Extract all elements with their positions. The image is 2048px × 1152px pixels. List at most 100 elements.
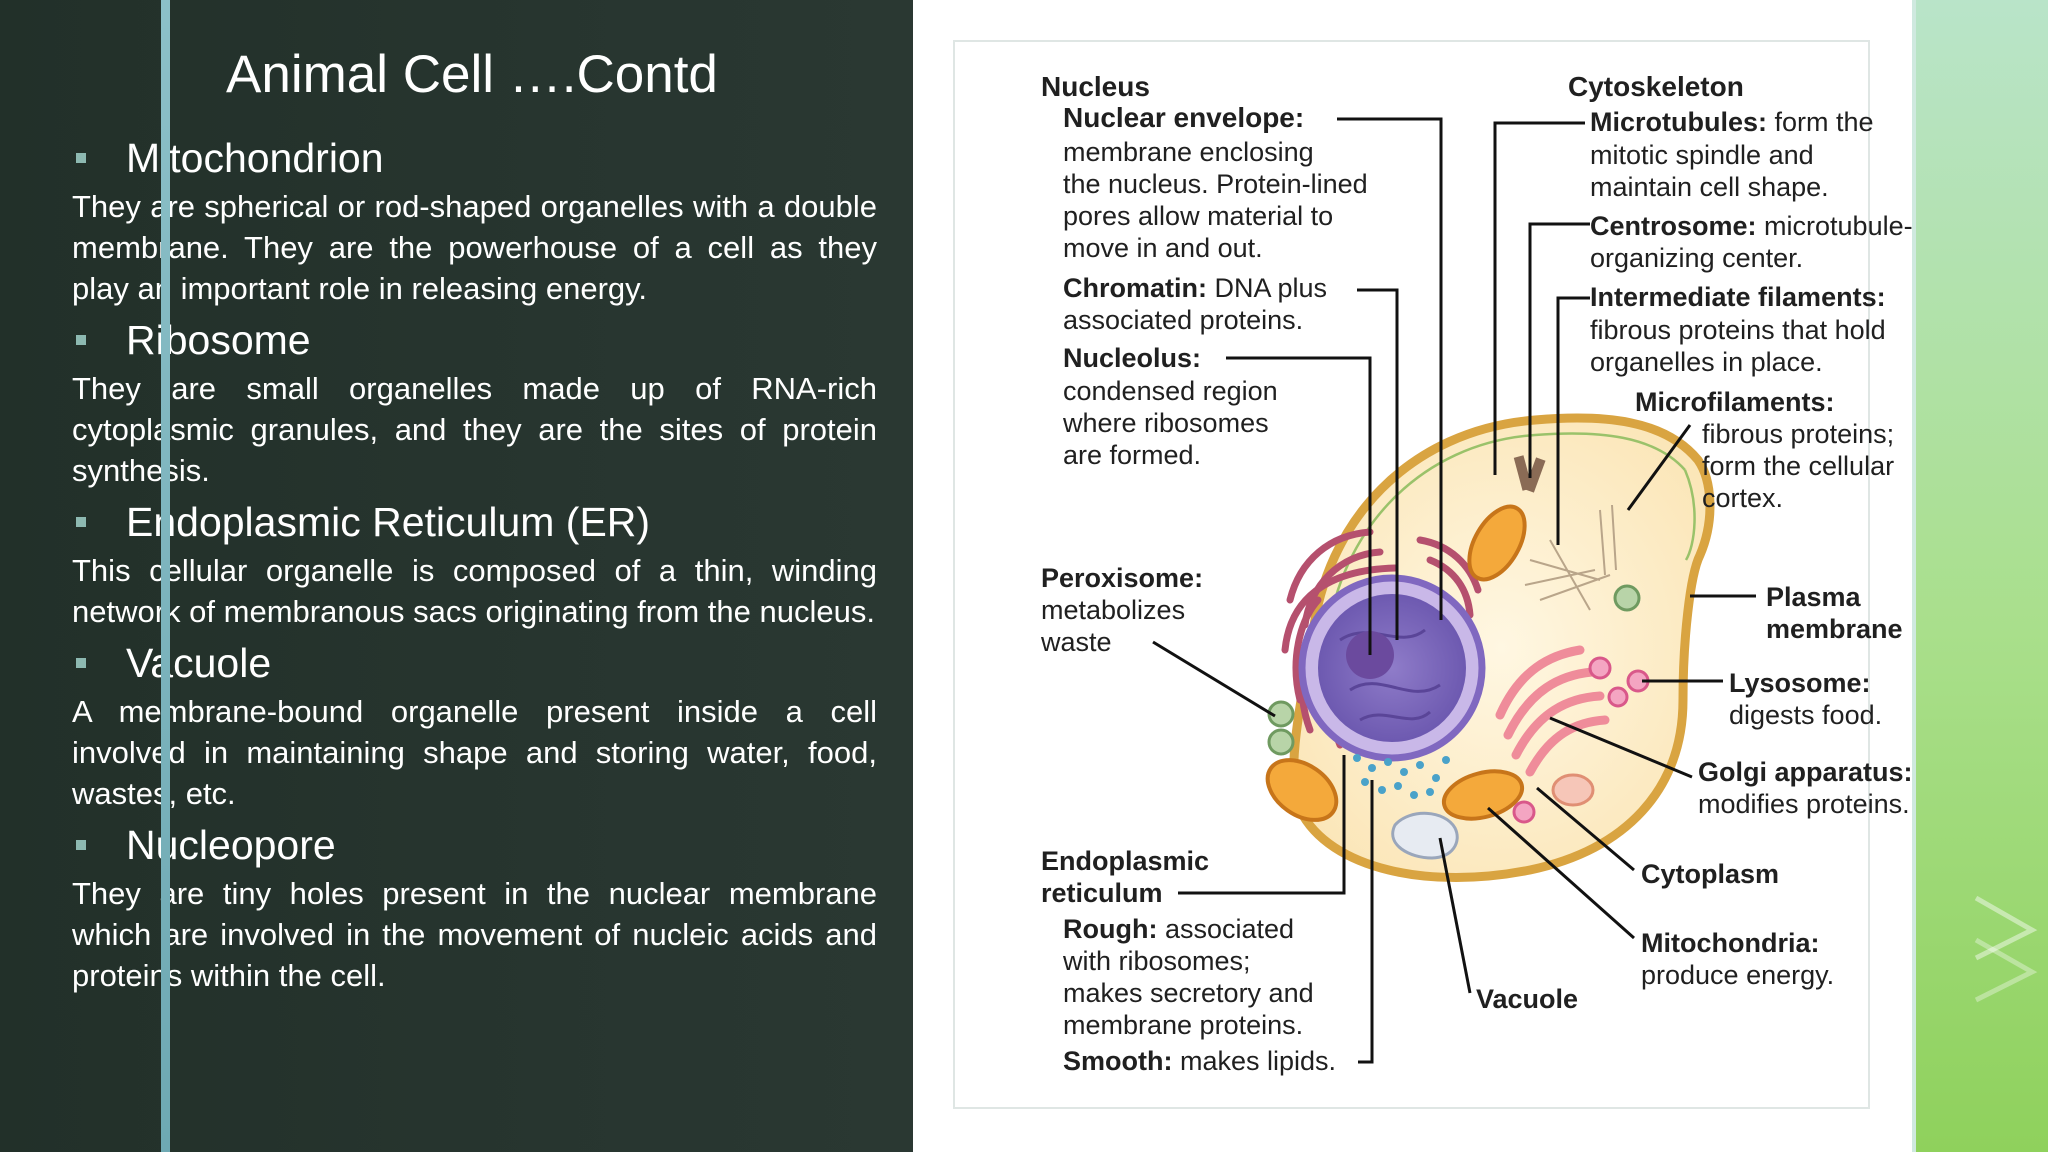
label-peroxisome: Peroxisome: bbox=[1041, 563, 1204, 593]
label-nucleolus: Nucleolus: bbox=[1063, 343, 1202, 373]
item-description: A membrane-bound organelle present insid… bbox=[72, 694, 877, 811]
item-head: Vacuole bbox=[72, 635, 877, 691]
vacuole bbox=[1391, 811, 1459, 860]
item-heading: Ribosome bbox=[126, 316, 311, 363]
item-head: Mitochondrion bbox=[72, 130, 877, 186]
text-microtubules-line: mitotic spindle and bbox=[1590, 140, 1814, 170]
lysosomes bbox=[1512, 656, 1650, 824]
label-plasma-membrane: Plasma bbox=[1766, 582, 1861, 612]
item-description: They are small organelles made up of RNA… bbox=[72, 371, 877, 488]
text-nuclear-envelope-line: pores allow material to bbox=[1063, 201, 1334, 231]
rough-term: Rough: bbox=[1063, 914, 1158, 944]
text-intermediate-line: organelles in place. bbox=[1590, 347, 1823, 377]
label-nucleus: Nucleus bbox=[1041, 71, 1150, 102]
text-rough-line: makes secretory and bbox=[1063, 978, 1314, 1008]
text-microfilaments-line: fibrous proteins; bbox=[1702, 419, 1895, 449]
nucleoplasm bbox=[1318, 594, 1466, 742]
text-microfilaments-line: form the cellular bbox=[1702, 451, 1895, 481]
content-list: Mitochondrion They are spherical or rod-… bbox=[72, 130, 877, 999]
label-microfilaments: Microfilaments: bbox=[1635, 387, 1835, 417]
cytoskeleton bbox=[1524, 504, 1617, 611]
item-description: They are tiny holes present in the nucle… bbox=[72, 876, 877, 993]
text-nuclear-envelope-line: membrane enclosing bbox=[1063, 137, 1314, 167]
label-endoplasmic-reticulum: Endoplasmic bbox=[1041, 846, 1210, 876]
item-head: Endoplasmic Reticulum (ER) bbox=[72, 494, 877, 550]
text-microfilaments-line: cortex. bbox=[1702, 483, 1784, 513]
bullet-square-icon bbox=[76, 658, 86, 668]
bullet-square-icon bbox=[76, 840, 86, 850]
label-microtubules: Microtubules: form the bbox=[1590, 106, 1874, 138]
label-lysosome: Lysosome: bbox=[1729, 668, 1871, 698]
text-peroxisome-line: metabolizes bbox=[1041, 595, 1186, 625]
label-cytoskeleton: Cytoskeleton bbox=[1568, 71, 1744, 102]
cell-cortex-line bbox=[1683, 469, 1696, 561]
secretory-vesicle bbox=[1551, 773, 1595, 807]
chromatin-term: Chromatin: bbox=[1063, 273, 1207, 303]
list-item: Endoplasmic Reticulum (ER) This cellular… bbox=[72, 494, 877, 632]
list-item: Mitochondrion They are spherical or rod-… bbox=[72, 130, 877, 309]
slide-title: Animal Cell ….Contd bbox=[226, 45, 718, 104]
label-nuclear-envelope: Nuclear envelope: bbox=[1063, 102, 1305, 133]
item-heading: Endoplasmic Reticulum (ER) bbox=[126, 498, 651, 545]
list-item: Nucleopore They are tiny holes present i… bbox=[72, 817, 877, 996]
label-intermediate-filaments: Intermediate filaments: bbox=[1590, 282, 1886, 312]
list-item: Ribosome They are small organelles made … bbox=[72, 312, 877, 491]
smooth-text: makes lipids. bbox=[1172, 1046, 1337, 1076]
text-nucleolus-line: are formed. bbox=[1063, 440, 1202, 470]
item-description: They are spherical or rod-shaped organel… bbox=[72, 189, 877, 306]
text-nuclear-envelope-line: the nucleus. Protein-lined bbox=[1063, 169, 1368, 199]
text-nucleolus-line: where ribosomes bbox=[1063, 408, 1269, 438]
item-head: Nucleopore bbox=[72, 817, 877, 873]
text-peroxisome-line: waste bbox=[1041, 627, 1112, 657]
peroxisomes bbox=[1267, 584, 1641, 756]
chromatin-text: DNA plus bbox=[1207, 273, 1328, 303]
item-description: This cellular organelle is composed of a… bbox=[72, 553, 877, 629]
bullet-square-icon bbox=[76, 335, 86, 345]
label-golgi: Golgi apparatus: bbox=[1698, 757, 1913, 787]
ribosomes bbox=[1353, 754, 1450, 799]
text-rough-line: with ribosomes; bbox=[1063, 946, 1251, 976]
z-logo-icon bbox=[1974, 895, 2038, 1003]
smooth-term: Smooth: bbox=[1063, 1046, 1173, 1076]
chromatin bbox=[1339, 628, 1441, 722]
mitochondria bbox=[1265, 504, 1527, 822]
item-heading: Nucleopore bbox=[126, 821, 336, 868]
label-rough-er: Rough: associated bbox=[1063, 913, 1294, 945]
label-vacuole: Vacuole bbox=[1476, 984, 1579, 1014]
label-smooth-er: Smooth: makes lipids. bbox=[1063, 1045, 1336, 1077]
text-golgi: modifies proteins. bbox=[1698, 789, 1910, 819]
list-item: Vacuole A membrane-bound organelle prese… bbox=[72, 635, 877, 814]
label-endoplasmic-reticulum: reticulum bbox=[1041, 878, 1163, 908]
text-nuclear-envelope-line: move in and out. bbox=[1063, 233, 1263, 263]
bullet-square-icon bbox=[76, 153, 86, 163]
item-head: Ribosome bbox=[72, 312, 877, 368]
microtubules-term: Microtubules: bbox=[1590, 107, 1768, 137]
centrosome-text: microtubule- bbox=[1756, 211, 1913, 241]
label-cytoplasm: Cytoplasm bbox=[1641, 859, 1780, 889]
text-centrosome-line: organizing center. bbox=[1590, 243, 1804, 273]
text-nucleolus-line: condensed region bbox=[1063, 376, 1278, 406]
bullet-square-icon bbox=[76, 517, 86, 527]
label-centrosome: Centrosome: microtubule- bbox=[1590, 210, 1913, 242]
leader-lines bbox=[1152, 117, 1756, 1064]
text-mitochondria: produce energy. bbox=[1641, 960, 1835, 990]
label-plasma-membrane: membrane bbox=[1766, 614, 1903, 644]
text-rough-line: membrane proteins. bbox=[1063, 1010, 1304, 1040]
microtubules-text: form the bbox=[1767, 107, 1874, 137]
text-lysosome: digests food. bbox=[1729, 700, 1883, 730]
right-strip-edge bbox=[1912, 0, 1916, 1152]
label-chromatin: Chromatin: DNA plus bbox=[1063, 272, 1327, 304]
text-chromatin-line: associated proteins. bbox=[1063, 305, 1304, 335]
accent-line bbox=[161, 0, 170, 1152]
left-panel bbox=[0, 0, 913, 1152]
centrosome bbox=[1513, 455, 1546, 493]
text-intermediate-line: fibrous proteins that hold bbox=[1590, 315, 1886, 345]
rough-text: associated bbox=[1157, 914, 1295, 944]
centrosome-term: Centrosome: bbox=[1590, 211, 1757, 241]
text-microtubules-line: maintain cell shape. bbox=[1590, 172, 1829, 202]
label-mitochondria: Mitochondria: bbox=[1641, 928, 1820, 958]
golgi-apparatus bbox=[1495, 645, 1610, 777]
right-decor-strip bbox=[1914, 0, 2048, 1152]
